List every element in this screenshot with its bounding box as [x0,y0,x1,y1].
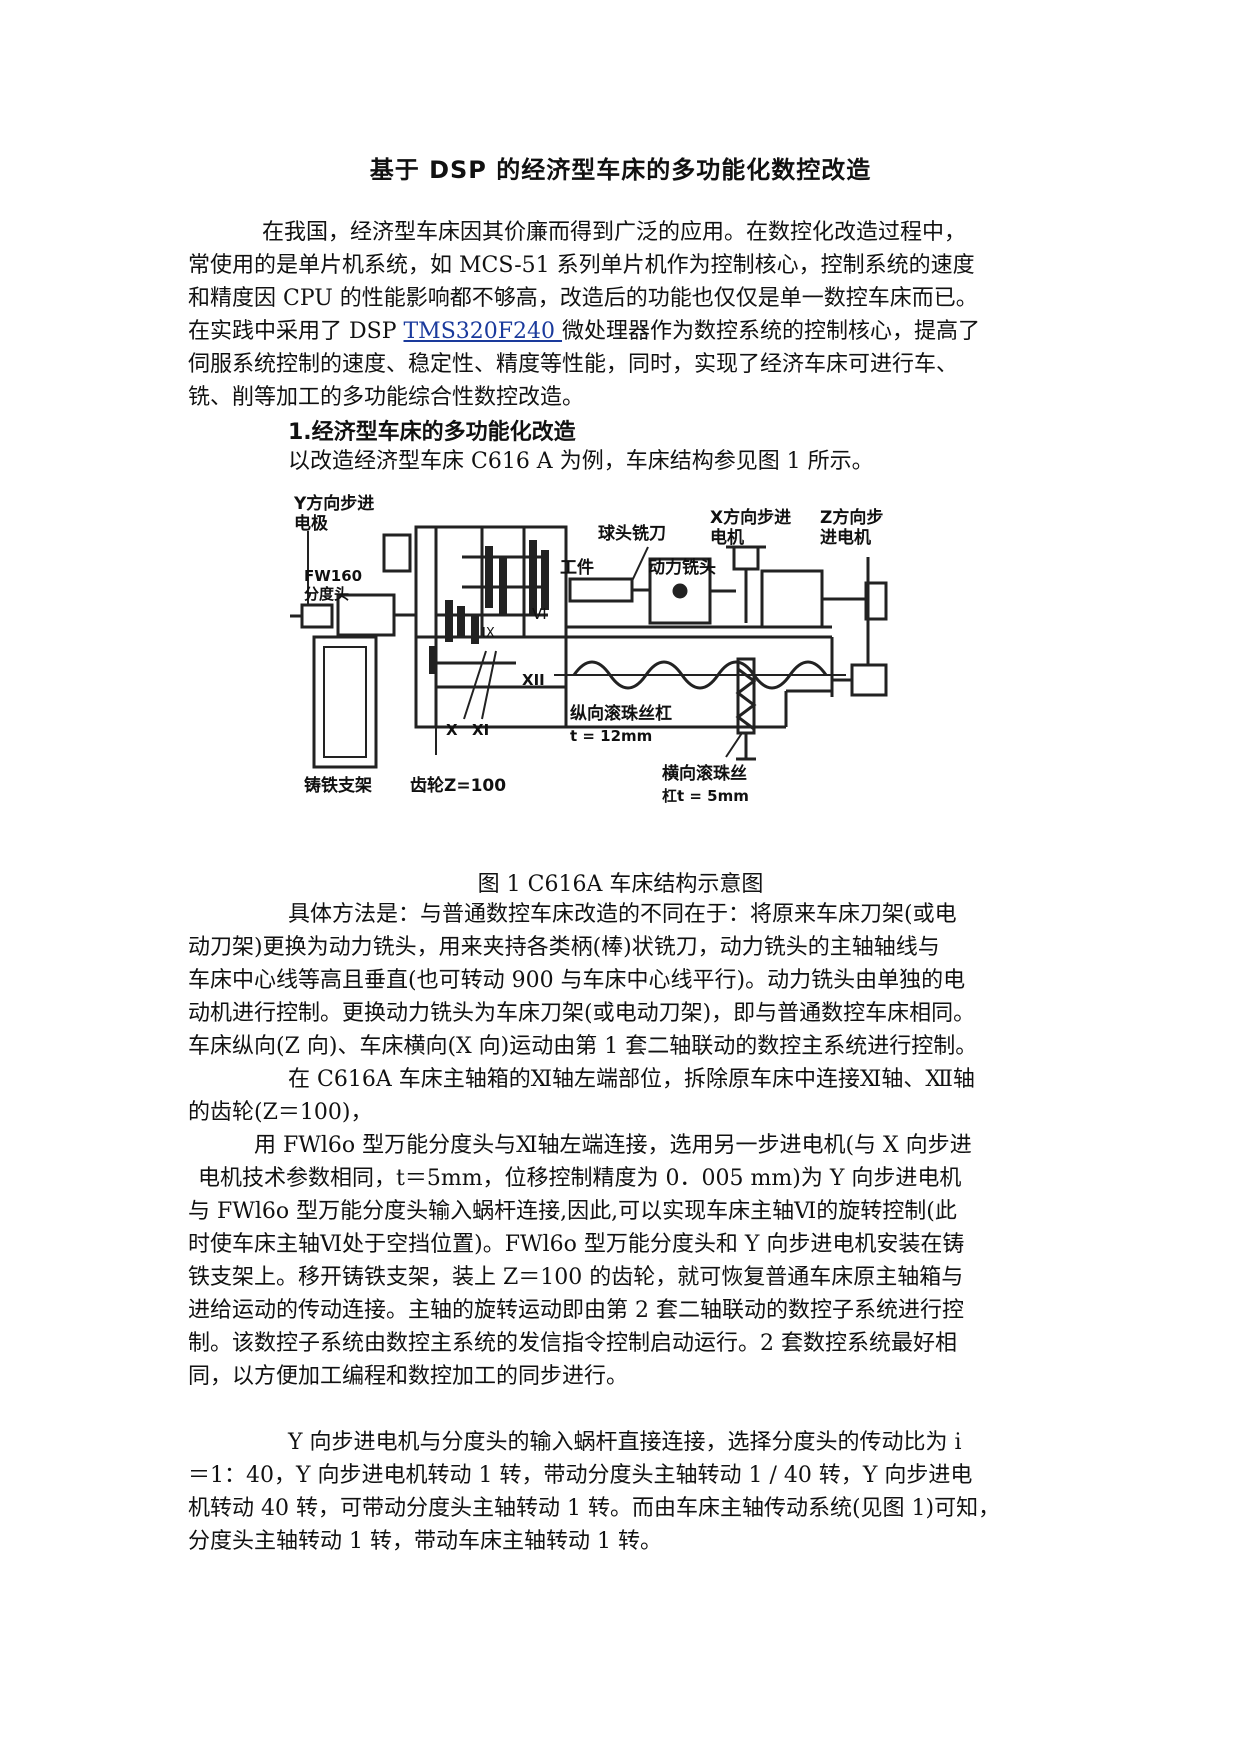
label-shaft-x: X [446,721,458,739]
label-x-motor: 电机 [710,527,744,548]
longitudinal-ball-screw [572,660,828,690]
spindle-line: 的齿轮(Z＝100)， [188,1100,373,1125]
intro-line: 在实践中采用了 DSP TMS320F240 微处理器作为数控系统的控制核心，提… [188,315,1068,348]
tms320f240-link[interactable]: TMS320F240 [403,319,563,344]
intro-line: 和精度因 CPU 的性能影响都不够高，改造后的功能也仅仅是单一数控车床而已。 [188,286,978,311]
cross-ball-screw [735,657,757,761]
z-stepper-motor [832,557,888,697]
label-cross-screw: 杠t = 5mm [662,787,749,805]
section-intro: 以改造经济型车床 C616 A 为例，车床结构参见图 1 所示。 [288,445,1068,478]
label-x-motor: X方向步进 [710,507,791,528]
section-heading: 1.经济型车床的多功能化改造 [288,420,576,445]
lathe-diagram: Y方向步进 电极 FW160 分度头 球头铣刀 X方向步进 电机 Z方向步 进电… [286,487,998,847]
intro-line: 铣、削等加工的多功能综合性数控改造。 [188,385,585,410]
label-fw160: 分度头 [304,585,349,603]
intro-line: 伺服系统控制的速度、稳定性、精度等性能，同时，实现了经济车床可进行车、 [188,352,959,377]
fw160-line: 铁支架上。移开铸铁支架，装上 Z＝100 的齿轮，就可恢复普通车床原主轴箱与 [188,1265,964,1290]
fw160-paragraph: 用 FWl6o 型万能分度头与Ⅺ轴左端连接，选用另一步进电机(与 X 向步进 电… [188,1129,1068,1393]
label-stand: 铸铁支架 [304,775,372,796]
gear-train [429,540,549,674]
label-y-motor: 电极 [294,513,328,534]
section-intro-line: 以改造经济型车床 C616 A 为例，车床结构参见图 1 所示。 [288,449,874,474]
power-milling-head [648,557,736,625]
method-line: 具体方法是：与普通数控车床改造的不同在于：将原来车床刀架(或电 [288,902,957,927]
label-shaft-ix: IX [482,626,495,641]
label-long-screw: t = 12mm [570,727,652,745]
label-y-motor: Y方向步进 [293,493,374,514]
leader-lines [307,531,743,758]
label-z-motor: Z方向步 [820,507,883,528]
headstock [382,525,568,729]
tailstock [760,569,888,629]
fw160-line: 同，以方便加工编程和数控加工的同步进行。 [188,1364,629,1389]
cast-iron-stand [312,635,378,769]
intro-line: 常使用的是单片机系统，如 MCS-51 系列单片机作为控制核心，控制系统的速度 [188,253,975,278]
page-title: 基于 DSP 的经济型车床的多功能化数控改造 [369,156,872,184]
fw160-line: 进给运动的传动连接。主轴的旋转运动即由第 2 套二轴联动的数控子系统进行控 [188,1298,964,1323]
label-power-head: 动力铣头 [648,557,716,578]
workpiece [568,577,650,603]
ratio-paragraph: Y 向步进电机与分度头的输入蜗杆直接连接，选择分度头的传动比为 i ＝1：40，… [188,1426,1068,1558]
figure-caption: 图 1 C616A 车床结构示意图 [477,872,764,897]
intro-text: 微处理器作为数控系统的控制核心，提高了 [562,319,981,344]
label-workpiece: 工件 [560,557,594,578]
x-stepper-motor [726,545,766,623]
fw160-line: 与 FWl6o 型万能分度头输入蜗杆连接,因此,可以实现车床主轴Ⅵ的旋转控制(此 [188,1199,957,1224]
fw160-line: 制。该数控子系统由数控主系统的发信指令控制启动运行。2 套数控系统最好相 [188,1331,957,1356]
label-shaft-vi: VI [532,605,547,623]
method-line: 车床纵向(Z 向)、车床横向(X 向)运动由第 1 套二轴联动的数控主系统进行控… [188,1034,978,1059]
intro-text: 在实践中采用了 DSP [188,319,404,344]
method-line: 车床中心线等高且垂直(也可转动 900 与车床中心线平行)。动力铣头由单独的电 [188,968,966,993]
diagram-background [286,487,998,847]
fw160-line: 时使车床主轴Ⅵ处于空挡位置)。FWl6o 型万能分度头和 Y 向步进电机安装在铸 [188,1232,965,1257]
spindle-line: 在 C616A 车床主轴箱的Ⅺ轴左端部位，拆除原车床中连接Ⅺ轴、Ⅻ轴 [288,1067,975,1092]
label-ball-cutter: 球头铣刀 [598,523,666,544]
method-paragraph: 具体方法是：与普通数控车床改造的不同在于：将原来车床刀架(或电 动刀架)更换为动… [188,898,1068,1063]
indexing-head [290,593,416,637]
fw160-line: 电机技术参数相同，t＝5mm，位移控制精度为 0．005 mm)为 Y 向步进电… [198,1166,962,1191]
label-gear: 齿轮Z=100 [410,775,506,796]
label-cross-screw: 横向滚珠丝 [662,763,747,784]
label-z-motor: 进电机 [820,527,871,548]
method-line: 动机进行控制。更换动力铣头为车床刀架(或电动刀架)，即与普通数控车床相同。 [188,1001,976,1026]
ratio-line: Y 向步进电机与分度头的输入蜗杆直接连接，选择分度头的传动比为 i [288,1430,962,1455]
label-shaft-xi: XI [472,721,489,739]
spindle-paragraph: 在 C616A 车床主轴箱的Ⅺ轴左端部位，拆除原车床中连接Ⅺ轴、Ⅻ轴 的齿轮(Z… [188,1063,1068,1129]
ratio-line: 分度头主轴转动 1 转，带动车床主轴转动 1 转。 [188,1529,662,1554]
label-long-screw: 纵向滚珠丝杠 [570,703,672,724]
label-shaft-xii: XII [522,671,545,689]
ratio-line: 机转动 40 转，可带动分度头主轴转动 1 转。而由车床主轴传动系统(见图 1)… [188,1496,1001,1521]
intro-line: 在我国，经济型车床因其价廉而得到广泛的应用。在数控化改造过程中， [262,220,967,245]
fw160-line: 用 FWl6o 型万能分度头与Ⅺ轴左端连接，选用另一步进电机(与 X 向步进 [254,1133,972,1158]
method-line: 动刀架)更换为动力铣头，用来夹持各类柄(棒)状铣刀，动力铣头的主轴轴线与 [188,935,940,960]
intro-paragraph: 在我国，经济型车床因其价廉而得到广泛的应用。在数控化改造过程中， 常使用的是单片… [188,216,1068,414]
label-fw160: FW160 [304,567,362,585]
ratio-line: ＝1：40，Y 向步进电机转动 1 转，带动分度头主轴转动 1 / 40 转，Y… [188,1463,973,1488]
